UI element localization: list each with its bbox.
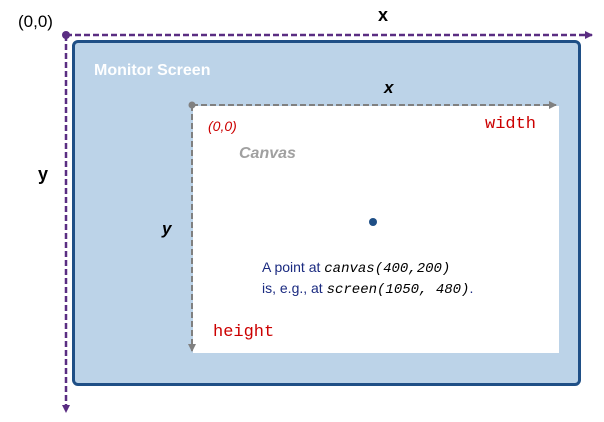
canvas-x-axis-label: x — [384, 78, 394, 97]
caption-line-1: A point at canvas(400,200) — [262, 258, 473, 279]
point-caption: A point at canvas(400,200) is, e.g., at … — [262, 258, 473, 300]
canvas-title: Canvas — [239, 145, 296, 162]
canvas-origin-label: (0,0) — [208, 118, 237, 134]
canvas-height-label: height — [213, 323, 275, 342]
caption-line-2-prefix: is, e.g., at — [262, 280, 327, 296]
caption-screen-args: (1050, 480) — [377, 282, 470, 298]
canvas-width-label: width — [485, 115, 537, 134]
screen-origin-label: (0,0) — [18, 12, 53, 31]
caption-line-2-suffix: . — [469, 280, 474, 296]
caption-screen-word: screen — [326, 282, 378, 298]
canvas-y-axis-label: y — [162, 219, 172, 238]
canvas-origin-dot — [188, 101, 196, 109]
caption-line-2: is, e.g., at screen(1050, 480). — [262, 279, 473, 300]
monitor-screen-title: Monitor Screen — [94, 62, 211, 79]
screen-origin-dot — [62, 31, 70, 39]
screen-y-axis-label: y — [38, 164, 49, 184]
canvas-box — [193, 106, 559, 353]
example-point — [369, 218, 377, 226]
caption-line-1-prefix: A point at — [262, 259, 325, 275]
screen-x-axis-label: x — [378, 5, 389, 25]
caption-canvas-call: canvas(400,200) — [324, 261, 451, 277]
